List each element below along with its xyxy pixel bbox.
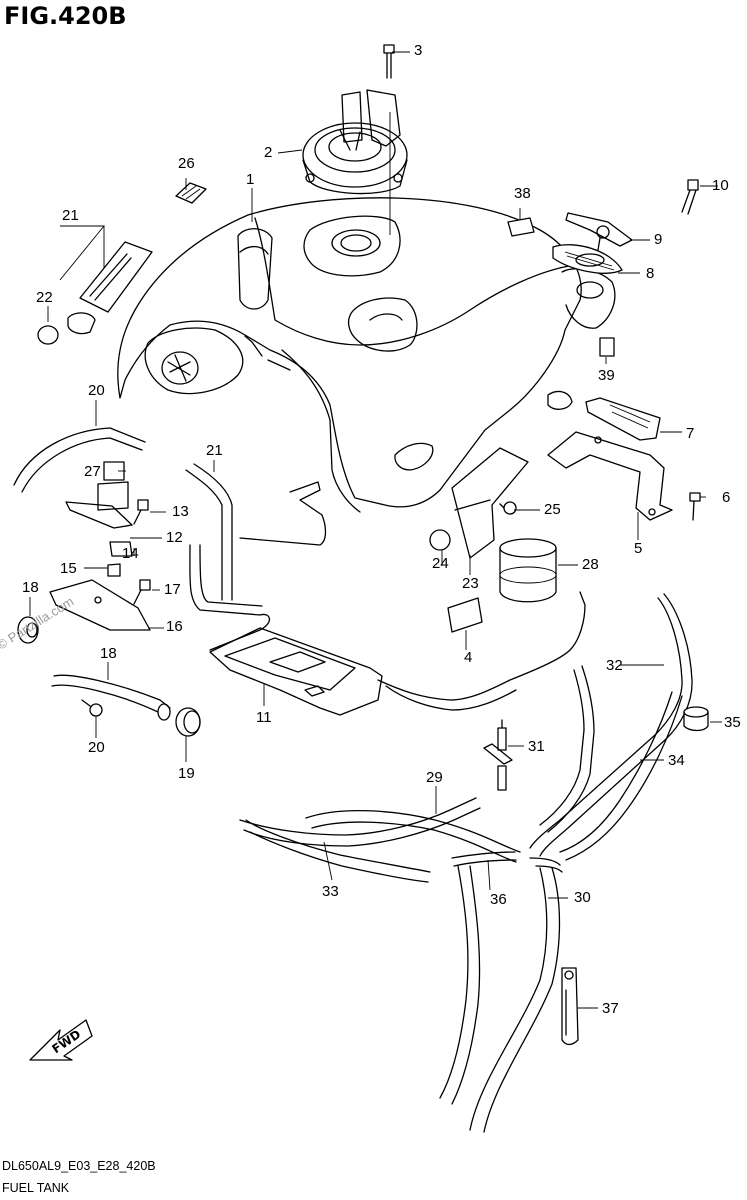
- callout-14[interactable]: 14: [122, 545, 139, 562]
- rubber-25[interactable]: [429, 529, 451, 551]
- callout-25[interactable]: 24: [432, 555, 449, 572]
- hose-37[interactable]: [439, 851, 517, 1105]
- callout-19[interactable]: 19: [178, 765, 195, 782]
- callout-39[interactable]: 38: [514, 185, 531, 202]
- hose-31[interactable]: [469, 857, 563, 1133]
- collar-14[interactable]: [109, 541, 133, 557]
- callout-7[interactable]: 7: [686, 425, 695, 442]
- callout-29[interactable]: 28: [582, 556, 599, 573]
- callout-9[interactable]: 9: [654, 231, 663, 248]
- bolt-17[interactable]: [133, 579, 151, 605]
- bracket-5[interactable]: [547, 431, 673, 521]
- rod-18[interactable]: [51, 674, 171, 721]
- callout-21a[interactable]: 20: [88, 382, 105, 399]
- fuel-cap-lock[interactable]: [302, 89, 408, 195]
- hose-33[interactable]: [529, 593, 693, 857]
- callout-17[interactable]: 17: [164, 581, 181, 598]
- bracket-16[interactable]: [49, 579, 151, 631]
- callout-37[interactable]: 36: [490, 891, 507, 908]
- bolt-13[interactable]: [133, 499, 149, 525]
- callout-26[interactable]: 25: [544, 501, 561, 518]
- callout-23[interactable]: 22: [36, 289, 53, 306]
- hose-34[interactable]: [245, 809, 521, 883]
- pad-39[interactable]: [507, 217, 535, 237]
- bolt-26[interactable]: [499, 501, 517, 515]
- callout-11[interactable]: 11: [256, 709, 272, 726]
- hose-35[interactable]: [559, 691, 683, 861]
- callout-24[interactable]: 23: [462, 575, 479, 592]
- nut-15[interactable]: [107, 563, 121, 577]
- bolt-3[interactable]: [383, 44, 395, 79]
- callout-32[interactable]: 31: [528, 738, 545, 755]
- label-27[interactable]: [175, 182, 207, 204]
- bolt-6[interactable]: [689, 492, 701, 521]
- hose-left-upper[interactable]: [539, 665, 595, 833]
- callout-18b[interactable]: 18: [100, 645, 117, 662]
- cushion-23[interactable]: [37, 312, 96, 345]
- cushion-28[interactable]: [103, 461, 125, 481]
- fwd-arrow-icon: FWD: [29, 1019, 93, 1061]
- callout-21b[interactable]: 21: [206, 442, 223, 459]
- callout-28[interactable]: 27: [84, 463, 101, 480]
- callout-3[interactable]: 3: [414, 42, 423, 59]
- ring-18[interactable]: [17, 616, 39, 644]
- callout-35[interactable]: 34: [668, 752, 685, 769]
- gasket-8[interactable]: [552, 244, 623, 274]
- callout-1[interactable]: 1: [246, 171, 255, 188]
- pad-40[interactable]: [599, 337, 615, 357]
- sheet-22[interactable]: [79, 241, 153, 313]
- plate-9[interactable]: [565, 212, 633, 251]
- figure-title: FIG.420B: [4, 2, 127, 30]
- callout-16[interactable]: 16: [166, 618, 183, 635]
- cushion-7[interactable]: [585, 397, 661, 441]
- hose-21-left[interactable]: [13, 427, 146, 493]
- callout-31[interactable]: 30: [574, 889, 591, 906]
- joint-32[interactable]: [483, 719, 513, 791]
- callout-27[interactable]: 26: [178, 155, 195, 172]
- bolt-20[interactable]: [81, 699, 103, 717]
- callout-6[interactable]: 6: [722, 489, 731, 506]
- pad-4[interactable]: [447, 597, 483, 633]
- callout-33[interactable]: 32: [606, 657, 623, 674]
- band-29[interactable]: [499, 538, 557, 603]
- cushion-19[interactable]: [175, 707, 201, 737]
- callout-8[interactable]: 8: [646, 265, 655, 282]
- callout-4[interactable]: 4: [464, 649, 473, 666]
- callout-2[interactable]: 2: [264, 144, 273, 161]
- callout-22[interactable]: 21: [62, 207, 79, 224]
- diagram-caption: FUEL TANK: [2, 1181, 70, 1195]
- bracket-12[interactable]: [65, 481, 133, 529]
- callout-10[interactable]: 10: [712, 177, 729, 194]
- hose-21-center[interactable]: [185, 463, 233, 601]
- callout-12[interactable]: 12: [166, 529, 183, 546]
- callout-36[interactable]: 35: [724, 714, 741, 731]
- tray-11[interactable]: [189, 481, 586, 716]
- callout-38[interactable]: 37: [602, 1000, 619, 1017]
- callout-40[interactable]: 39: [598, 367, 615, 384]
- callout-20[interactable]: 20: [88, 739, 105, 756]
- bracket-10-bolt[interactable]: [681, 179, 699, 215]
- fuel-tank[interactable]: [117, 197, 616, 513]
- callout-18a[interactable]: 18: [22, 579, 39, 596]
- model-code: DL650AL9_E03_E28_420B: [2, 1159, 156, 1173]
- callout-13[interactable]: 13: [172, 503, 189, 520]
- callout-15[interactable]: 15: [60, 560, 77, 577]
- callout-30[interactable]: 29: [426, 769, 443, 786]
- clip-38[interactable]: [561, 967, 579, 1046]
- leader-lines: [29, 51, 722, 1009]
- callout-34[interactable]: 33: [322, 883, 339, 900]
- callout-5[interactable]: 5: [634, 540, 643, 557]
- cap-36[interactable]: [683, 706, 709, 732]
